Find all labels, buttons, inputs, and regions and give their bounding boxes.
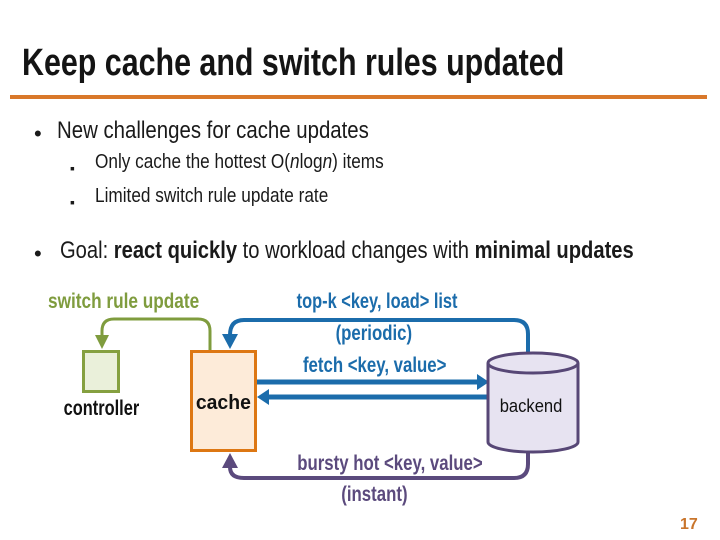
page-title: Keep cache and switch rules updated: [22, 41, 700, 85]
switch-rule-update-label: switch rule update: [48, 290, 200, 313]
goal-item: Goal: react quickly to workload changes …: [60, 237, 634, 264]
sub-bullet-marker: ▪: [70, 160, 75, 176]
topk-label: top-k <key, load> list: [296, 290, 458, 313]
cache-box: [190, 350, 257, 452]
bullet-item-1: New challenges for cache updates: [57, 117, 369, 144]
backend-label: backend: [499, 396, 563, 416]
instant-label: (instant): [340, 483, 408, 506]
title-divider: [10, 95, 707, 99]
cache-label: cache: [195, 392, 252, 414]
fetch-label: fetch <key, value>: [303, 354, 447, 377]
sub-bullet-marker: ▪: [70, 194, 75, 210]
bullet-marker: •: [34, 241, 42, 266]
switch-rule-arrow: [95, 317, 212, 350]
periodic-label: (periodic): [335, 322, 413, 345]
controller-box: [82, 350, 120, 393]
page-number: 17: [680, 516, 698, 533]
return-arrow: [257, 389, 489, 405]
controller-label: controller: [63, 397, 139, 420]
page-title-text: Keep cache and switch rules updated: [22, 42, 565, 84]
sub-bullet-2: Limited switch rule update rate: [95, 185, 329, 207]
bursty-arrow: [222, 450, 530, 480]
bursty-label: bursty hot <key, value>: [297, 452, 483, 475]
sub-bullet-1: Only cache the hottest O(nlogn) items: [95, 151, 384, 173]
backend-cylinder: [486, 351, 580, 454]
topk-arrow: [222, 318, 530, 354]
bullet-marker: •: [34, 121, 42, 146]
fetch-arrow: [256, 374, 489, 390]
